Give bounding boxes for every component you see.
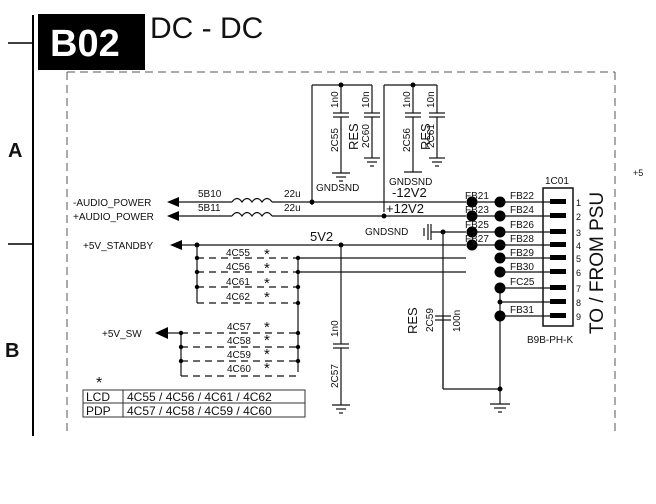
pin-number: 2 bbox=[576, 212, 581, 222]
audio-power-rails: -AUDIO_POWER +AUDIO_POWER 5B10 5B11 22u … bbox=[73, 189, 466, 223]
variant-mark: * bbox=[264, 332, 270, 349]
jumper-ref: 4C56 bbox=[226, 262, 250, 273]
cap-group-2c55-2c60: 1n0 2C55 RES 10n 2C60 GNDSND bbox=[311, 82, 380, 205]
gndsnd-decoupling: GNDSND bbox=[365, 224, 466, 389]
jumper-ref: 4C62 bbox=[226, 292, 250, 303]
connector-label: TO / FROM PSU bbox=[587, 192, 608, 334]
arrow-icon bbox=[155, 327, 168, 339]
ferrite-left-column: FB21 FB23 FB25 FB27 bbox=[465, 191, 500, 251]
legend-mark: * bbox=[96, 375, 102, 392]
net-label-gndsnd: GNDSND bbox=[389, 177, 432, 188]
row-marker-b: B bbox=[5, 340, 19, 362]
ferrite-ref: FB29 bbox=[510, 248, 534, 259]
cap-value: 10n bbox=[361, 91, 372, 108]
row-marker-a: A bbox=[8, 140, 22, 162]
variant-mark: * bbox=[264, 289, 270, 306]
ferrite-ref: FB28 bbox=[510, 234, 534, 245]
sw-rail: +5V_SW 4C57 4C58 4C59 4C60 * * * * bbox=[102, 319, 301, 377]
inductor-5b11 bbox=[231, 211, 273, 218]
block-id-badge bbox=[38, 14, 145, 70]
ferrite-ref: FB27 bbox=[465, 234, 489, 245]
ferrite-ref: FB21 bbox=[465, 191, 489, 202]
ferrite-ref: FB24 bbox=[510, 205, 534, 216]
net-label-sw: +5V_SW bbox=[102, 329, 142, 340]
ferrite-ref: FB25 bbox=[465, 220, 489, 231]
ferrite-ref: FB26 bbox=[510, 220, 534, 231]
cap-2c57: 1n0 2C57 bbox=[330, 245, 350, 414]
arrow-icon bbox=[170, 240, 182, 250]
net-label-minus-12v2: -12V2 bbox=[392, 185, 427, 200]
inductor-value: 22u bbox=[284, 203, 301, 214]
cap-ref: 2C59 bbox=[425, 308, 436, 332]
pin-number: 7 bbox=[576, 284, 581, 294]
cap-ref: 2C57 bbox=[330, 364, 341, 388]
net-label-audio-neg: -AUDIO_POWER bbox=[73, 198, 151, 209]
net-label-gndsnd: GNDSND bbox=[316, 183, 359, 194]
net-label-standby: +5V_STANDBY bbox=[83, 241, 153, 252]
ferrite-ref: FB23 bbox=[465, 205, 489, 216]
pin-number: 1 bbox=[576, 198, 581, 208]
ferrite-ref: FB30 bbox=[510, 262, 534, 273]
variant-mark: * bbox=[264, 246, 270, 263]
cap-group-2c56-2c61: 1n0 2C56 RES 10n 2C61 GNDSND -12V2 +12V2 bbox=[383, 82, 445, 216]
arrow-icon bbox=[167, 197, 179, 207]
connector-type: B9B-PH-K bbox=[527, 335, 573, 346]
pin-number: 3 bbox=[576, 228, 581, 238]
variant-mark: * bbox=[264, 260, 270, 277]
net-label-5v2: 5V2 bbox=[310, 229, 333, 244]
connector-1c01: 1C01 1 2 3 4 5 6 7 8 9 B9B-PH-K TO / FRO… bbox=[527, 176, 608, 346]
ferrite-ref: FB31 bbox=[510, 305, 534, 316]
jumper-ref: 4C58 bbox=[227, 336, 251, 347]
cap-ref: 2C60 bbox=[361, 124, 372, 148]
pin-number: 8 bbox=[576, 298, 581, 308]
net-label-plus-12v2: +12V2 bbox=[386, 201, 424, 216]
cap-value: 1n0 bbox=[330, 91, 341, 108]
jumper-ref: 4C55 bbox=[226, 248, 250, 259]
cap-note: RES bbox=[418, 123, 433, 150]
cap-2c59: RES 2C59 100n bbox=[405, 307, 500, 390]
cap-note: RES bbox=[405, 307, 420, 334]
pin-number: 5 bbox=[576, 254, 581, 264]
jumper-ref: 4C60 bbox=[227, 364, 251, 375]
inductor-ref: 5B11 bbox=[198, 203, 221, 214]
net-label-gndsnd: GNDSND bbox=[365, 227, 408, 238]
cap-ref: 2C61 bbox=[426, 124, 437, 148]
cap-value: 10n bbox=[426, 91, 437, 108]
jumper-ref: 4C57 bbox=[227, 322, 251, 333]
cap-value: 1n0 bbox=[330, 320, 341, 337]
cap-value: 100n bbox=[452, 310, 463, 332]
jumper-ref: 4C59 bbox=[227, 350, 251, 361]
cap-ref: 2C55 bbox=[330, 128, 341, 152]
cap-ref: 2C56 bbox=[402, 128, 413, 152]
ferrite-ref: FC25 bbox=[510, 277, 535, 288]
variant-mark: * bbox=[264, 275, 270, 292]
block-id: B02 bbox=[50, 23, 120, 65]
pin-number: 9 bbox=[576, 312, 581, 322]
variant-mark: * bbox=[264, 319, 270, 336]
legend-parts: 4C57 / 4C58 / 4C59 / 4C60 bbox=[127, 404, 272, 418]
cap-value: 1n0 bbox=[402, 91, 413, 108]
pin-number: 4 bbox=[576, 241, 581, 251]
legend-parts: 4C55 / 4C56 / 4C61 / 4C62 bbox=[127, 390, 272, 404]
pin-number: 6 bbox=[576, 268, 581, 278]
variant-mark: * bbox=[264, 346, 270, 363]
net-label-audio-pos: +AUDIO_POWER bbox=[73, 212, 154, 223]
offpage-label: +5 bbox=[633, 168, 643, 178]
cap-note: RES bbox=[346, 123, 361, 150]
variant-legend: * LCD PDP 4C55 / 4C56 / 4C61 / 4C62 4C57… bbox=[82, 375, 306, 418]
standby-rail: +5V_STANDBY 5V2 4C55 4C56 4C61 4C62 * * … bbox=[83, 229, 466, 372]
ferrite-ref: FB22 bbox=[510, 191, 534, 202]
inductor-5b10 bbox=[231, 197, 273, 204]
inductor-ref: 5B10 bbox=[198, 189, 222, 200]
connector-ref: 1C01 bbox=[545, 176, 569, 187]
jumper-ref: 4C61 bbox=[226, 277, 250, 288]
inductor-value: 22u bbox=[284, 189, 301, 200]
variant-mark: * bbox=[264, 360, 270, 377]
legend-variant: LCD bbox=[86, 390, 110, 404]
page-title: DC - DC bbox=[150, 12, 263, 45]
arrow-icon bbox=[167, 211, 179, 221]
sheet-frame: A B +5 bbox=[5, 15, 643, 436]
legend-variant: PDP bbox=[86, 404, 111, 418]
